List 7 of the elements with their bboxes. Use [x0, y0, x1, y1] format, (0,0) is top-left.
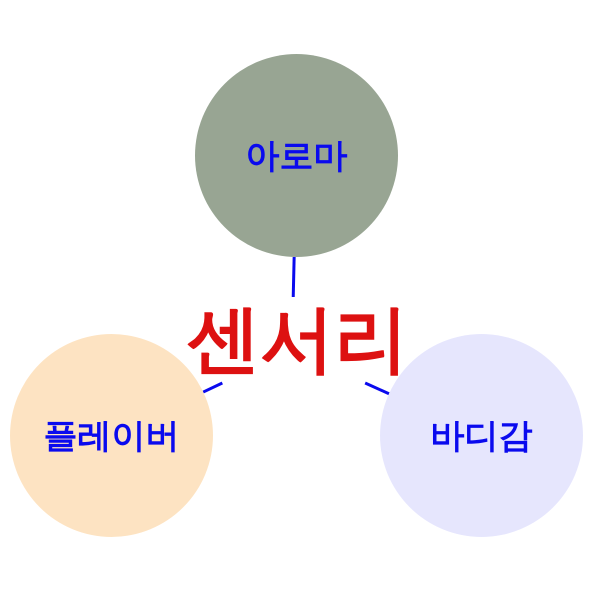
connector-line: [202, 382, 223, 394]
circle-label: 플레이버: [44, 414, 180, 458]
center-title: 센서리: [186, 295, 408, 384]
circle-label: 아로마: [246, 134, 348, 178]
connector-line: [364, 382, 390, 396]
circle-label: 바디감: [430, 414, 532, 458]
connector-line: [292, 256, 296, 298]
